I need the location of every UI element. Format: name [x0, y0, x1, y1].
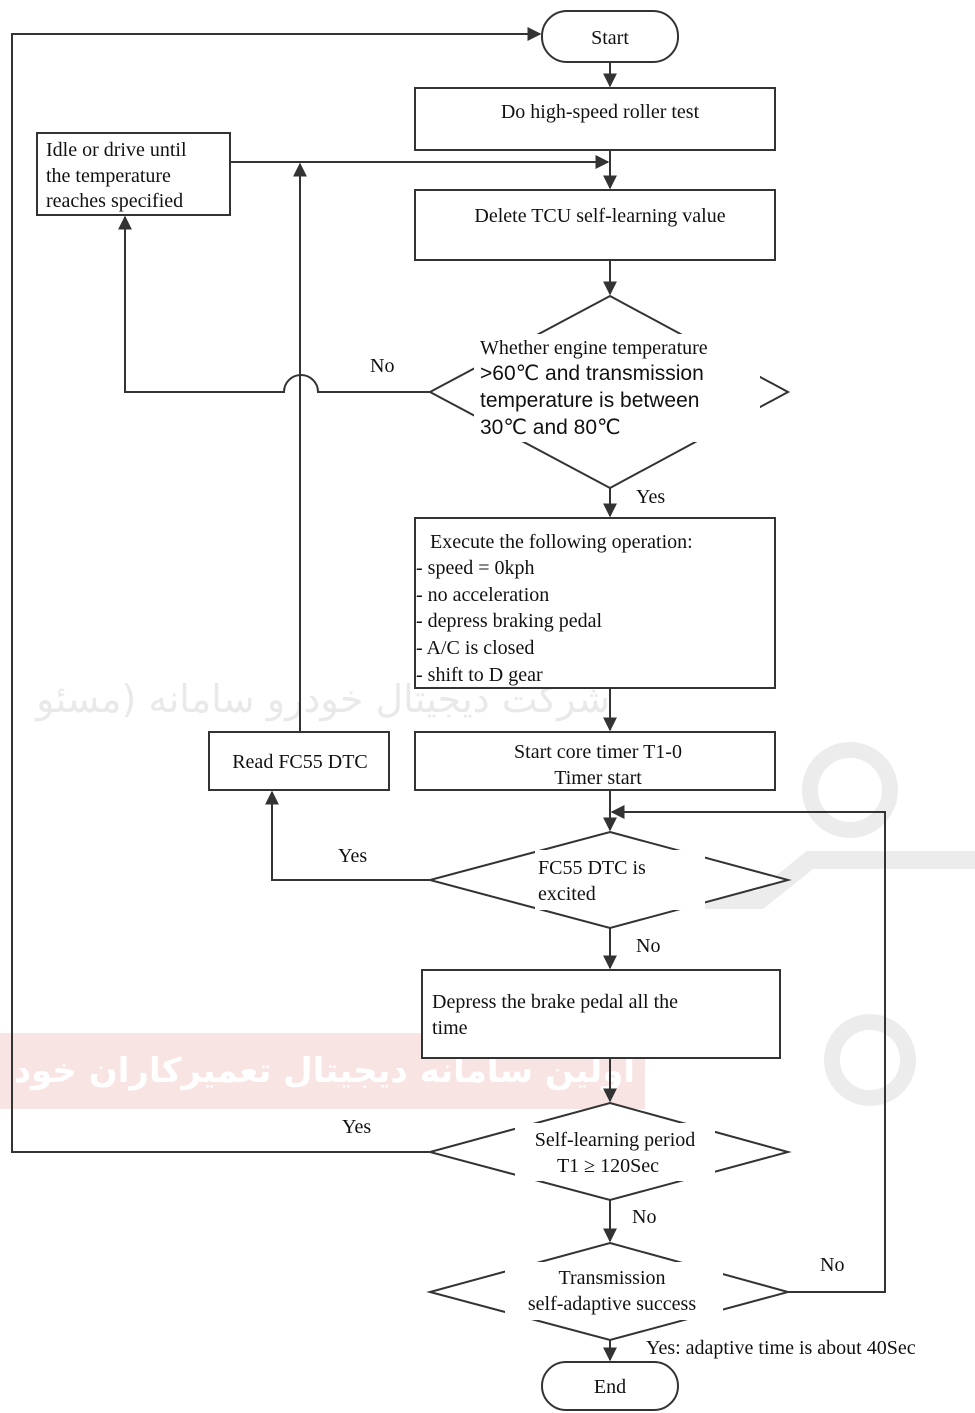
temperature-label-line-4: 30℃ and 80℃ [480, 416, 621, 439]
start-label: Start [591, 27, 629, 49]
read-dtc-label: Read FC55 DTC [232, 751, 368, 773]
brake-label-line-1: Depress the brake pedal all the [432, 991, 678, 1013]
operation-label-line-4: - depress braking pedal [416, 610, 602, 632]
label-temperature-no: No [370, 355, 394, 377]
label-period-no: No [632, 1206, 656, 1228]
delete-value-label: Delete TCU self-learning value [474, 205, 725, 227]
timer-label-line-2: Timer start [554, 767, 642, 789]
end-terminal: End [541, 1361, 679, 1411]
label-temperature-yes: Yes [636, 486, 665, 508]
operation-label-line-6: - shift to D gear [416, 664, 543, 686]
operation-label-line-3: - no acceleration [416, 584, 549, 606]
label-dtc-yes: Yes [338, 845, 367, 867]
timer-step: Start core timer T1-0 Timer start [414, 731, 776, 791]
dtc-decision: FC55 DTC is excited [426, 830, 792, 930]
temperature-decision: Whether engine temperature >60℃ and tran… [427, 294, 791, 490]
temperature-label-line-1: Whether engine temperature [480, 337, 708, 359]
arrow-dtc-yes [265, 790, 430, 881]
period-decision: Self-learning period T1 ≥ 120Sec [426, 1101, 792, 1202]
adaptive-label-line-2: self-adaptive success [528, 1293, 696, 1315]
delete-value-step: Delete TCU self-learning value [414, 189, 776, 261]
period-label-line-2: T1 ≥ 120Sec [557, 1155, 659, 1177]
roller-test-label: Do high-speed roller test [501, 101, 700, 123]
roller-test-step: Do high-speed roller test [414, 87, 776, 151]
operation-label-line-1: Execute the following operation: [430, 531, 693, 553]
dtc-label-line-2: excited [538, 883, 596, 905]
dtc-label-line-1: FC55 DTC is [538, 857, 646, 879]
idle-label-line-1: Idle or drive until [46, 139, 187, 161]
arrow-adaptive-no [610, 805, 886, 1293]
temperature-label-line-2: >60℃ and transmission [480, 362, 704, 385]
read-dtc-step: Read FC55 DTC [208, 731, 390, 791]
label-adaptive-no: No [820, 1254, 844, 1276]
end-label: End [594, 1376, 626, 1398]
period-label-line-1: Self-learning period [535, 1129, 696, 1151]
operation-label-line-5: - A/C is closed [416, 637, 534, 659]
label-dtc-no: No [636, 935, 660, 957]
operation-label-line-2: - speed = 0kph [416, 557, 534, 579]
adaptive-label-line-1: Transmission [558, 1267, 665, 1289]
timer-label-line-1: Start core timer T1-0 [514, 741, 682, 763]
connectors [11, 27, 886, 1362]
label-period-yes: Yes [342, 1116, 371, 1138]
arrow-period-yes [11, 27, 542, 1153]
idle-label-line-2: the temperature [46, 165, 171, 187]
temperature-label-line-3: temperature is between [480, 389, 699, 412]
branch-labels: No Yes Yes No Yes No No Yes: adaptive ti… [338, 355, 916, 1359]
label-adaptive-yes: Yes: adaptive time is about 40Sec [646, 1337, 916, 1359]
brake-step: Depress the brake pedal all the time [421, 969, 781, 1059]
start-terminal: Start [541, 10, 679, 63]
brake-label-line-2: time [432, 1017, 468, 1039]
idle-step: Idle or drive until the temperature reac… [36, 132, 231, 216]
operation-step: Execute the following operation: - speed… [414, 517, 776, 689]
adaptive-decision: Transmission self-adaptive success [426, 1241, 792, 1342]
idle-label-line-3: reaches specified [46, 190, 183, 212]
